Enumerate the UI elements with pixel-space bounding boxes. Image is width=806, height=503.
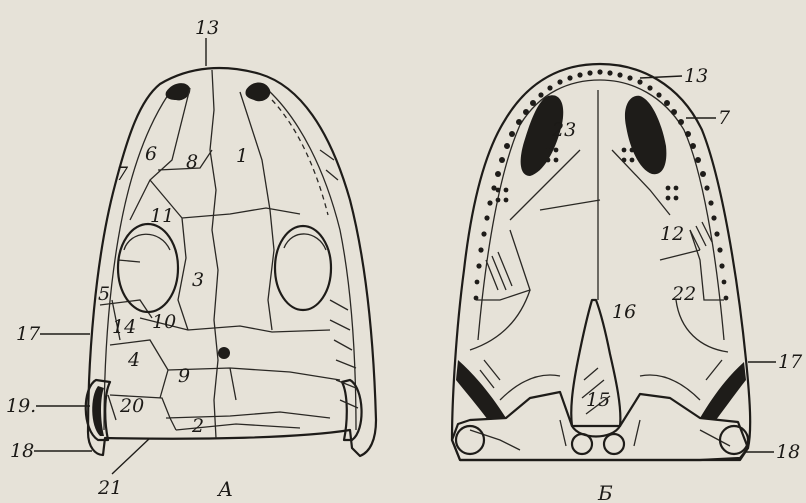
label-b-15: 15 [586,389,610,411]
label-a-2: 2 [191,415,204,437]
otic-notch-left-shade [92,386,104,436]
quadrate-shade-left [456,360,506,420]
label-b-16: 16 [612,301,636,323]
skull-a-midline [210,70,218,438]
pineal-foramen [218,347,230,359]
label-a-5: 5 [98,283,110,305]
label-b-12: 12 [660,223,684,245]
interpterygoid-left [470,290,530,350]
label-a-19: 19. [6,395,36,417]
skull-a-inner-rim [104,95,168,430]
label-a-6: 6 [145,143,157,165]
label-b-22: 22 [671,283,696,305]
palate-sutures [476,90,724,300]
label-b-23: 23 [551,119,576,141]
label-a-21: 21 [97,477,122,499]
label-a-8: 8 [186,151,198,173]
orbit-left [118,224,178,312]
label-a-20: 20 [119,395,144,417]
labels-a: 13 7 6 8 1 11 3 5 14 10 17 4 9 19. 20 18… [6,17,248,501]
choana-right [625,96,666,174]
label-a-4: 4 [127,349,140,371]
label-b-17: 17 [778,351,803,373]
suture-lines [100,88,340,430]
quadrate-shade-right [700,362,746,420]
label-a-9: 9 [178,365,190,387]
label-a-14: 14 [112,316,136,338]
label-a-13: 13 [195,17,219,39]
orbit-right-inner [284,234,326,250]
caption-b: Б [597,481,613,503]
label-a-11: 11 [150,205,174,227]
label-a-18: 18 [10,440,34,462]
label-a-10: 10 [152,311,176,333]
orbit-left-inner [124,234,170,250]
leader-b-13 [640,76,682,78]
label-b-13: 13 [684,65,708,87]
leader-a-21 [112,438,150,474]
label-a-3: 3 [192,269,204,291]
label-b-18: 18 [776,441,800,463]
hatching-right [320,150,358,408]
label-b-7: 7 [718,107,731,129]
occipital-condyle-right [604,434,624,454]
nostril-right [245,83,270,102]
nostril-left [166,83,191,100]
tooth-row [474,69,729,300]
orbit-right [275,226,331,310]
skull-a-inner-rim-right [268,90,356,430]
label-a-7: 7 [116,163,129,185]
occipital-condyle-left [572,434,592,454]
label-a-17: 17 [16,323,41,345]
label-a-1: 1 [236,145,248,167]
otic-notch-right [342,380,362,440]
skull-a-dashed-line [272,100,328,215]
caption-a: А [216,477,233,501]
